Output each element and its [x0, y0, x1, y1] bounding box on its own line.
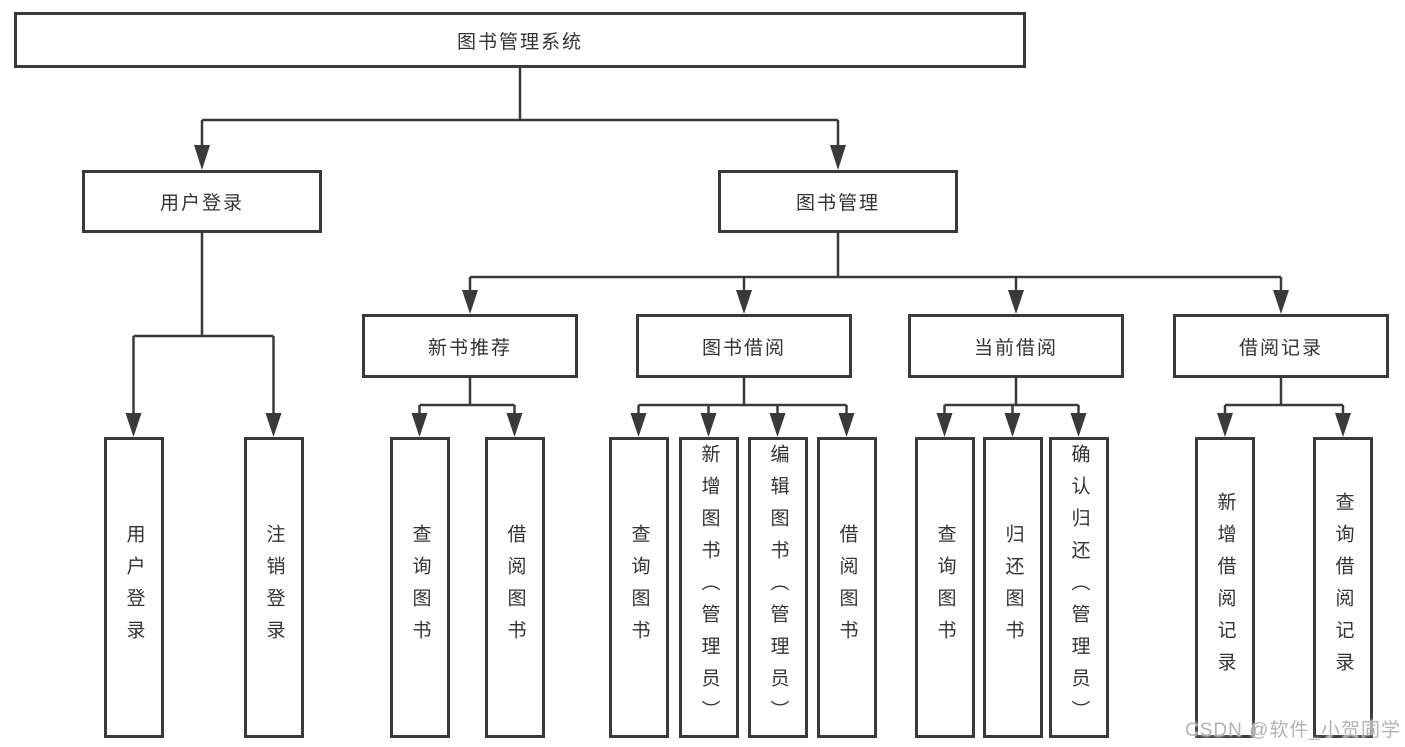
watermark: CSDN @软件_小贺同学 — [1185, 720, 1401, 741]
node-borrowing-records: 借阅记录 — [1173, 314, 1389, 378]
arrowhead-icon — [830, 145, 846, 170]
node-label: 当前借阅 — [973, 337, 1058, 359]
node-label: 借阅图书 — [836, 523, 858, 652]
arrowhead-icon — [265, 413, 282, 437]
leaf-confirm-return-admin: 确认归还（管理员） — [1049, 437, 1109, 738]
node-label: 新增借阅记录 — [1214, 491, 1236, 684]
node-label: 编辑图书（管理员） — [767, 443, 789, 732]
node-label: 借阅记录 — [1238, 337, 1323, 359]
leaf-user-login: 用户登录 — [104, 437, 164, 738]
leaf-borrow-books-2: 借阅图书 — [817, 437, 877, 738]
leaf-query-books-1: 查询图书 — [390, 437, 450, 738]
node-label: 归还图书 — [1002, 523, 1024, 652]
node-label: 查询借阅记录 — [1332, 491, 1354, 684]
node-label: 新书推荐 — [427, 337, 512, 359]
node-book-management: 图书管理 — [718, 170, 958, 233]
arrowhead-icon — [630, 413, 647, 437]
leaf-query-books-2: 查询图书 — [609, 437, 669, 738]
node-label: 新增图书（管理员） — [698, 443, 720, 732]
node-label: 确认归还（管理员） — [1068, 443, 1090, 732]
node-user-login: 用户登录 — [82, 170, 322, 233]
node-label: 查询图书 — [934, 523, 956, 652]
leaf-query-books-3: 查询图书 — [915, 437, 975, 738]
leaf-return-books: 归还图书 — [983, 437, 1043, 738]
node-label: 注销登录 — [263, 523, 285, 652]
arrowhead-icon — [1070, 413, 1087, 437]
node-label: 查询图书 — [409, 523, 431, 652]
leaf-edit-books-admin: 编辑图书（管理员） — [748, 437, 808, 738]
arrowhead-icon — [1008, 290, 1024, 314]
arrowhead-icon — [1004, 413, 1021, 437]
node-label: 图书借阅 — [701, 337, 786, 359]
node-new-book-recommend: 新书推荐 — [362, 314, 578, 378]
arrowhead-icon — [1217, 413, 1233, 437]
node-label: 图书管理系统 — [456, 31, 583, 53]
node-label: 借阅图书 — [504, 523, 526, 652]
node-library-management-system: 图书管理系统 — [14, 12, 1026, 68]
node-label: 图书管理 — [795, 193, 880, 214]
arrowhead-icon — [506, 413, 523, 437]
node-label: 用户登录 — [159, 193, 244, 214]
leaf-add-borrow-record: 新增借阅记录 — [1195, 437, 1255, 738]
arrowhead-icon — [700, 413, 717, 437]
leaf-logout: 注销登录 — [244, 437, 304, 738]
arrowhead-icon — [125, 413, 142, 437]
node-book-borrowing: 图书借阅 — [636, 314, 852, 378]
arrowhead-icon — [736, 290, 752, 314]
leaf-borrow-books-1: 借阅图书 — [485, 437, 545, 738]
arrowhead-icon — [411, 413, 428, 437]
node-current-borrowing: 当前借阅 — [908, 314, 1124, 378]
leaf-query-borrow-record: 查询借阅记录 — [1313, 437, 1373, 738]
arrowhead-icon — [1335, 413, 1351, 437]
arrowhead-icon — [838, 413, 855, 437]
arrowhead-icon — [194, 145, 210, 170]
node-label: 用户登录 — [123, 523, 145, 652]
arrowhead-icon — [462, 290, 478, 314]
leaf-add-books-admin: 新增图书（管理员） — [679, 437, 739, 738]
node-label: 查询图书 — [628, 523, 650, 652]
arrowhead-icon — [936, 413, 953, 437]
arrowhead-icon — [769, 413, 786, 437]
arrowhead-icon — [1273, 290, 1289, 314]
